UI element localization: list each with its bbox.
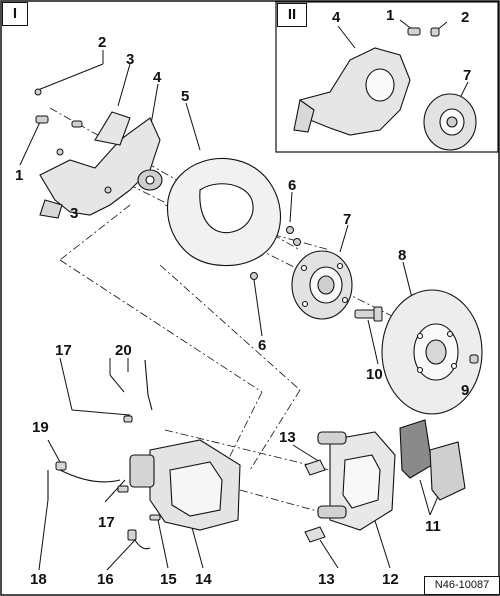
small-parts <box>55 415 161 541</box>
callout-7-inset: 7 <box>463 67 472 84</box>
inset-hub <box>423 93 477 151</box>
callout-2-main: 2 <box>98 34 107 51</box>
disc-screw <box>469 354 479 364</box>
callout-6-top: 6 <box>288 177 297 194</box>
panel-tag-main: I <box>2 2 28 26</box>
callout-4-main: 4 <box>153 69 162 86</box>
callout-12: 12 <box>382 571 399 588</box>
callout-17-bottom: 17 <box>98 514 115 531</box>
callout-18: 18 <box>30 571 47 588</box>
callout-7-main: 7 <box>343 211 352 228</box>
hose-and-sensor <box>47 359 153 550</box>
callout-10: 10 <box>366 366 383 383</box>
wheel-hub <box>291 250 353 320</box>
brake-pads <box>399 419 466 501</box>
callout-19: 19 <box>32 419 49 436</box>
hub-bolt <box>354 306 383 322</box>
shield-bolts <box>250 226 301 280</box>
callout-2-inset: 2 <box>461 9 470 26</box>
callout-16: 16 <box>97 571 114 588</box>
callout-11: 11 <box>425 518 441 535</box>
callout-17-top: 17 <box>55 342 72 359</box>
callout-14: 14 <box>195 571 212 588</box>
callout-6-bottom: 6 <box>258 337 267 354</box>
callout-13-bottom: 13 <box>318 571 335 588</box>
callout-4-inset: 4 <box>332 9 341 26</box>
wheel-bearing-housing <box>39 111 163 219</box>
callout-9: 9 <box>461 382 470 399</box>
callout-15: 15 <box>160 571 177 588</box>
callout-5: 5 <box>181 88 190 105</box>
inset-bolts <box>407 27 440 37</box>
fasteners-main <box>34 88 112 194</box>
callout-8: 8 <box>398 247 407 264</box>
caliper-carrier <box>317 431 396 531</box>
callout-1-main: 1 <box>15 167 24 184</box>
callout-3-main-bottom: 3 <box>70 205 79 222</box>
guide-clips <box>304 459 326 543</box>
splash-shield <box>166 157 282 267</box>
callout-1-inset: 1 <box>386 7 395 24</box>
brake-caliper <box>129 439 241 531</box>
document-id: N46-10087 <box>424 576 500 595</box>
callout-20: 20 <box>115 342 132 359</box>
panel-tag-inset: II <box>277 3 307 27</box>
inset-knuckle <box>293 47 411 136</box>
callout-3-main-top: 3 <box>126 51 135 68</box>
brake-disc <box>381 289 483 415</box>
callout-13-top: 13 <box>279 429 296 446</box>
